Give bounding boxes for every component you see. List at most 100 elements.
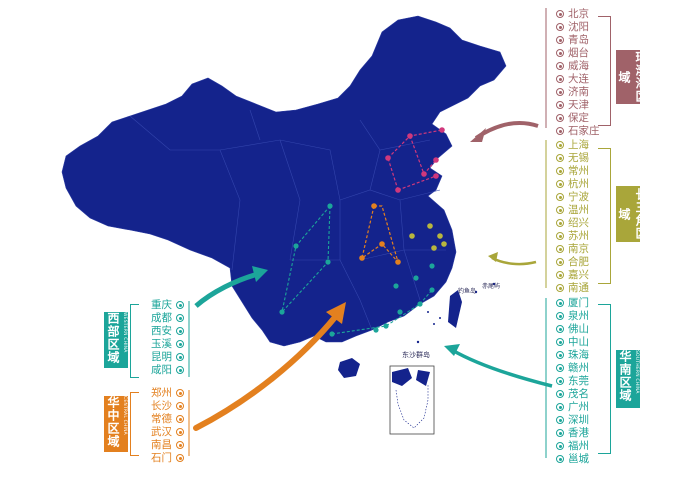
city-item: 威海 bbox=[552, 60, 600, 73]
city-marker-icon bbox=[556, 206, 564, 214]
western-city-points bbox=[279, 203, 333, 315]
city-marker-icon bbox=[556, 219, 564, 227]
city-marker-icon bbox=[556, 180, 564, 188]
label-dongsha: 东沙群岛 bbox=[402, 351, 430, 359]
city-name: 重庆 bbox=[151, 299, 172, 311]
city-item: 深圳 bbox=[552, 414, 589, 427]
city-name: 南通 bbox=[568, 282, 589, 294]
city-marker-icon bbox=[556, 127, 564, 135]
city-marker-icon bbox=[556, 390, 564, 398]
city-item: 青岛 bbox=[552, 34, 600, 47]
city-name: 青岛 bbox=[568, 34, 589, 46]
city-marker-icon bbox=[176, 327, 184, 335]
city-item: 绍兴 bbox=[552, 217, 589, 230]
city-marker-icon bbox=[556, 167, 564, 175]
city-item: 南昌 bbox=[140, 439, 188, 452]
city-marker-icon bbox=[556, 114, 564, 122]
bohai-city-list: 北京沈阳青岛烟台威海大连济南天津保定石家庄 bbox=[552, 8, 600, 138]
list-connectors bbox=[188, 8, 547, 458]
city-name: 香港 bbox=[568, 427, 589, 439]
south-bracket bbox=[598, 304, 611, 454]
city-name: 东莞 bbox=[568, 375, 589, 387]
central-city-list: 郑州长沙常德武汉南昌石门 bbox=[140, 387, 188, 465]
city-item: 嘉兴 bbox=[552, 269, 589, 282]
arrow-central-head bbox=[326, 302, 346, 324]
city-name: 石门 bbox=[151, 452, 172, 464]
city-name: 温州 bbox=[568, 204, 589, 216]
city-name: 北京 bbox=[568, 8, 589, 20]
city-marker-icon bbox=[556, 101, 564, 109]
city-name: 嘉兴 bbox=[568, 269, 589, 281]
city-name: 杭州 bbox=[568, 178, 589, 190]
city-item: 长沙 bbox=[140, 400, 188, 413]
city-marker-icon bbox=[556, 325, 564, 333]
city-name: 上海 bbox=[568, 139, 589, 151]
city-item: 南通 bbox=[552, 282, 589, 295]
city-marker-icon bbox=[556, 338, 564, 346]
south-city-points bbox=[329, 263, 435, 337]
city-name: 郑州 bbox=[151, 387, 172, 399]
city-item: 广州 bbox=[552, 401, 589, 414]
city-name: 威海 bbox=[568, 60, 589, 72]
city-name: 济南 bbox=[568, 86, 589, 98]
city-item: 沈阳 bbox=[552, 21, 600, 34]
south-china-sea-inset bbox=[389, 365, 435, 435]
city-item: 赣州 bbox=[552, 362, 589, 375]
city-marker-icon bbox=[556, 271, 564, 279]
city-marker-icon bbox=[556, 429, 564, 437]
yangtze-city-points bbox=[409, 223, 447, 251]
city-item: 大连 bbox=[552, 73, 600, 86]
city-marker-icon bbox=[556, 245, 564, 253]
bohai-bracket bbox=[598, 16, 611, 126]
central-bracket bbox=[130, 392, 139, 456]
city-name: 宁波 bbox=[568, 191, 589, 203]
city-item: 宁波 bbox=[552, 191, 589, 204]
city-name: 绍兴 bbox=[568, 217, 589, 229]
city-item: 西安 bbox=[140, 325, 188, 338]
south-city-list: 厦门泉州佛山中山珠海赣州东莞茂名广州深圳香港福州邕城 bbox=[552, 297, 589, 466]
city-marker-icon bbox=[556, 75, 564, 83]
city-item: 常德 bbox=[140, 413, 188, 426]
city-name: 广州 bbox=[568, 401, 589, 413]
city-marker-icon bbox=[556, 258, 564, 266]
taiwan-island bbox=[448, 290, 462, 328]
city-item: 福州 bbox=[552, 440, 589, 453]
label-diaoyu: 钓鱼岛 bbox=[458, 288, 477, 295]
city-marker-icon bbox=[556, 364, 564, 372]
city-marker-icon bbox=[556, 232, 564, 240]
yangtze-region-box: 长三角区域YANGTZE RIVER DELTA bbox=[616, 186, 648, 297]
city-item: 厦门 bbox=[552, 297, 589, 310]
south-region-label: 华南区域 bbox=[618, 350, 632, 402]
city-name: 成都 bbox=[151, 312, 172, 324]
south-network bbox=[331, 289, 433, 335]
city-marker-icon bbox=[556, 49, 564, 57]
city-name: 苏州 bbox=[568, 230, 589, 242]
city-marker-icon bbox=[556, 312, 564, 320]
province-borders bbox=[129, 109, 446, 331]
western-bracket bbox=[130, 304, 139, 378]
city-name: 常德 bbox=[151, 413, 172, 425]
city-item: 武汉 bbox=[140, 426, 188, 439]
city-item: 昆明 bbox=[140, 351, 188, 364]
arrow-bohai-head bbox=[470, 128, 486, 142]
city-name: 玉溪 bbox=[151, 338, 172, 350]
city-item: 佛山 bbox=[552, 323, 589, 336]
city-name: 西安 bbox=[151, 325, 172, 337]
city-item: 玉溪 bbox=[140, 338, 188, 351]
city-item: 温州 bbox=[552, 204, 589, 217]
yangtze-region-en: YANGTZE RIVER DELTA bbox=[625, 242, 631, 297]
city-marker-icon bbox=[556, 141, 564, 149]
city-marker-icon bbox=[176, 314, 184, 322]
city-marker-icon bbox=[176, 366, 184, 374]
central-city-points bbox=[359, 203, 401, 265]
city-marker-icon bbox=[556, 403, 564, 411]
city-marker-icon bbox=[176, 441, 184, 449]
arrow-yangtze bbox=[491, 256, 537, 266]
city-item: 邕城 bbox=[552, 453, 589, 466]
city-marker-icon bbox=[176, 402, 184, 410]
city-name: 茂名 bbox=[568, 388, 589, 400]
hainan-island bbox=[338, 358, 360, 378]
